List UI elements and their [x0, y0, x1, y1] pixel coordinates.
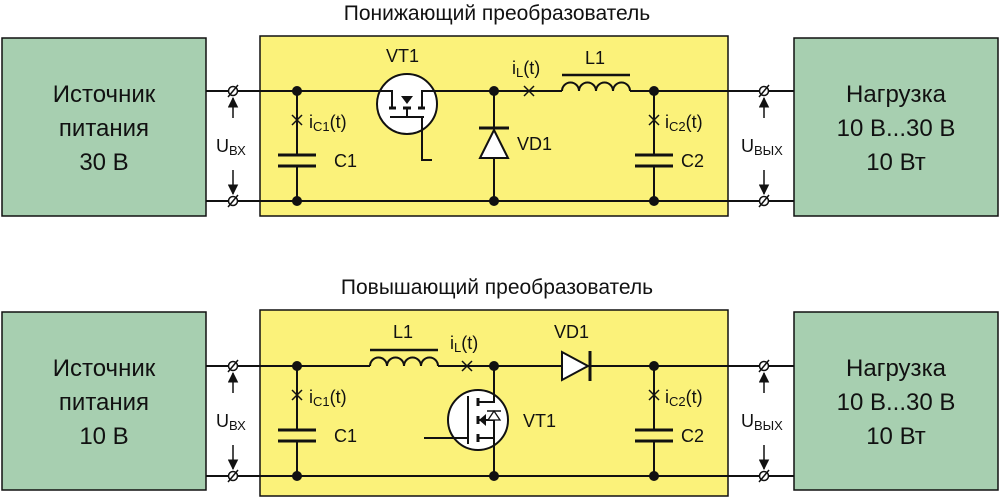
buck-vt1-label: VT1	[386, 46, 419, 66]
buck-converter: Понижающий преобразователь Источник пита…	[1, 2, 999, 217]
buck-c1-label: C1	[334, 151, 357, 171]
buck-ic2-label: iC2(t)	[665, 112, 703, 134]
boost-c2-node-top	[649, 361, 659, 371]
buck-il-label: iL(t)	[512, 58, 540, 80]
boost-ic1-cross	[291, 389, 303, 401]
buck-source-line3: 30 В	[79, 149, 128, 176]
buck-c2-label: C2	[681, 151, 704, 171]
buck-input-terminals	[227, 84, 239, 208]
buck-l1-coil	[561, 81, 631, 92]
buck-source-line1: Источник	[53, 81, 156, 108]
boost-vt1-mosfet	[424, 366, 509, 476]
buck-vt1-mosfet	[376, 73, 438, 161]
boost-input-terminals	[227, 359, 239, 483]
boost-source-block	[1, 311, 207, 491]
boost-c2-node-bottom	[649, 471, 659, 481]
buck-uout-label: UВЫХ	[741, 136, 783, 158]
buck-load-line2: 10 В...30 В	[837, 115, 956, 142]
buck-c2-node-bottom	[649, 196, 659, 206]
boost-c1-node-bottom	[292, 471, 302, 481]
boost-title: Повышающий преобразователь	[341, 276, 653, 299]
boost-ic2-cross	[648, 389, 660, 401]
buck-l1-label: L1	[585, 48, 605, 68]
buck-uin-label: UВХ	[216, 136, 246, 158]
boost-vd1-symbol	[561, 350, 591, 382]
boost-c1-label: C1	[334, 426, 357, 446]
buck-load-line3: 10 Вт	[866, 149, 926, 176]
buck-output-terminals	[758, 84, 770, 208]
boost-vt1-label: VT1	[523, 411, 556, 431]
boost-load-line3: 10 Вт	[866, 423, 926, 450]
boost-c1-node-top	[292, 361, 302, 371]
boost-il-cross	[461, 360, 473, 372]
buck-c1-plates	[278, 153, 316, 168]
buck-ic1-cross	[291, 114, 303, 126]
boost-uin-label: UВХ	[216, 411, 246, 433]
boost-load-line1: Нагрузка	[846, 355, 947, 382]
buck-vd1-node-top	[489, 86, 499, 96]
buck-ic2-cross	[648, 114, 660, 126]
boost-uout-label: UВЫХ	[741, 411, 783, 433]
boost-vd1-label: VD1	[554, 322, 589, 342]
buck-c2-plates	[635, 153, 673, 168]
buck-vd1-label: VD1	[517, 134, 552, 154]
boost-c1-plates	[278, 428, 316, 443]
boost-l1-coil	[369, 356, 439, 367]
buck-vd1-node-bottom	[489, 196, 499, 206]
buck-vd1-symbol	[478, 127, 510, 159]
boost-source-line1: Источник	[53, 355, 156, 382]
buck-c2-node-top	[649, 86, 659, 96]
boost-il-label: iL(t)	[450, 333, 478, 355]
boost-source-line3: 10 В	[79, 423, 128, 450]
boost-c2-label: C2	[681, 426, 704, 446]
boost-ic2-label: iC2(t)	[665, 387, 703, 409]
boost-load-line2: 10 В...30 В	[837, 389, 956, 416]
buck-il-cross	[523, 85, 535, 97]
boost-load-block	[793, 311, 999, 491]
buck-load-line1: Нагрузка	[846, 81, 947, 108]
boost-converter: Повышающий преобразователь Источник пита…	[1, 276, 999, 497]
buck-source-line2: питания	[59, 115, 149, 142]
boost-output-terminals	[758, 359, 770, 483]
boost-l1-label: L1	[393, 322, 413, 342]
buck-title: Понижающий преобразователь	[344, 2, 651, 25]
boost-source-line2: питания	[59, 389, 149, 416]
boost-c2-plates	[635, 428, 673, 443]
buck-source-block	[1, 37, 207, 217]
buck-c1-node-top	[292, 86, 302, 96]
boost-ic1-label: iC1(t)	[309, 387, 347, 409]
buck-load-block	[793, 37, 999, 217]
buck-c1-node-bottom	[292, 196, 302, 206]
buck-ic1-label: iC1(t)	[309, 112, 347, 134]
